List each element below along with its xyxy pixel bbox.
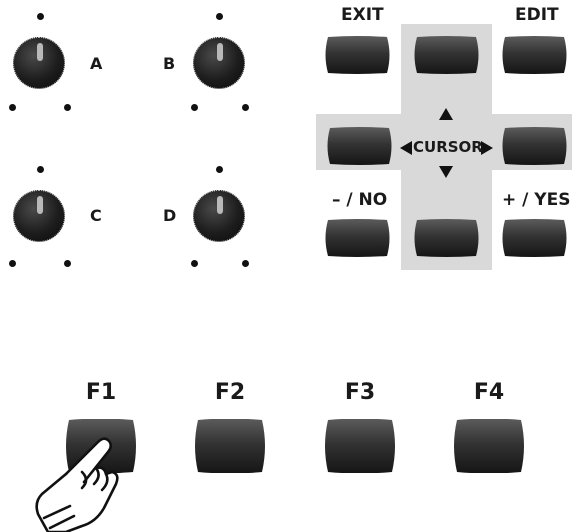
- yes-button[interactable]: [500, 219, 569, 257]
- pressing-hand-icon: [35, 437, 119, 532]
- cursor-label: CURSOR: [413, 138, 483, 156]
- knob-c-left-dot: [9, 260, 16, 267]
- exit-label: EXIT: [341, 5, 384, 25]
- knob-b-label: B: [163, 54, 176, 73]
- yes-label: + / YES: [502, 190, 571, 210]
- knob-c-indicator: [37, 196, 43, 214]
- knob-c-right-dot: [64, 260, 71, 267]
- knob-a-indicator: [37, 43, 43, 61]
- cursor-left-button[interactable]: [325, 127, 394, 165]
- f4-label: F4: [473, 380, 505, 405]
- knob-b-top-dot: [216, 13, 223, 20]
- f2-label: F2: [214, 380, 246, 405]
- knob-a[interactable]: [13, 37, 65, 89]
- knob-d-top-dot: [216, 166, 223, 173]
- cursor-left-arrow: [400, 141, 412, 155]
- cursor-right-arrow: [481, 141, 493, 155]
- knob-b-indicator: [217, 43, 223, 61]
- cursor-down-arrow: [439, 166, 453, 178]
- f3-label: F3: [344, 380, 376, 405]
- f3-button[interactable]: [322, 419, 398, 473]
- f2-button[interactable]: [192, 419, 268, 473]
- knob-a-left-dot: [9, 104, 16, 111]
- edit-label: EDIT: [515, 5, 559, 25]
- no-button[interactable]: [323, 219, 392, 257]
- f4-button[interactable]: [451, 419, 527, 473]
- knob-b-right-dot: [242, 104, 249, 111]
- knob-a-top-dot: [37, 13, 44, 20]
- knob-a-label: A: [90, 54, 103, 73]
- knob-d-indicator: [217, 196, 223, 214]
- cursor-up-button[interactable]: [412, 36, 481, 74]
- knob-d[interactable]: [193, 190, 245, 242]
- knob-d-left-dot: [191, 260, 198, 267]
- knob-d-label: D: [163, 206, 177, 225]
- cursor-right-button[interactable]: [500, 127, 569, 165]
- no-label: – / NO: [332, 190, 388, 210]
- edit-button[interactable]: [500, 36, 569, 74]
- knob-b-left-dot: [191, 104, 198, 111]
- cursor-down-button[interactable]: [412, 219, 481, 257]
- knob-d-right-dot: [242, 260, 249, 267]
- knob-c-top-dot: [37, 166, 44, 173]
- f1-label: F1: [85, 380, 117, 405]
- knob-c[interactable]: [13, 190, 65, 242]
- knob-c-label: C: [90, 206, 102, 225]
- knob-b[interactable]: [193, 37, 245, 89]
- knob-a-right-dot: [64, 104, 71, 111]
- cursor-up-arrow: [439, 108, 453, 120]
- exit-button[interactable]: [323, 36, 392, 74]
